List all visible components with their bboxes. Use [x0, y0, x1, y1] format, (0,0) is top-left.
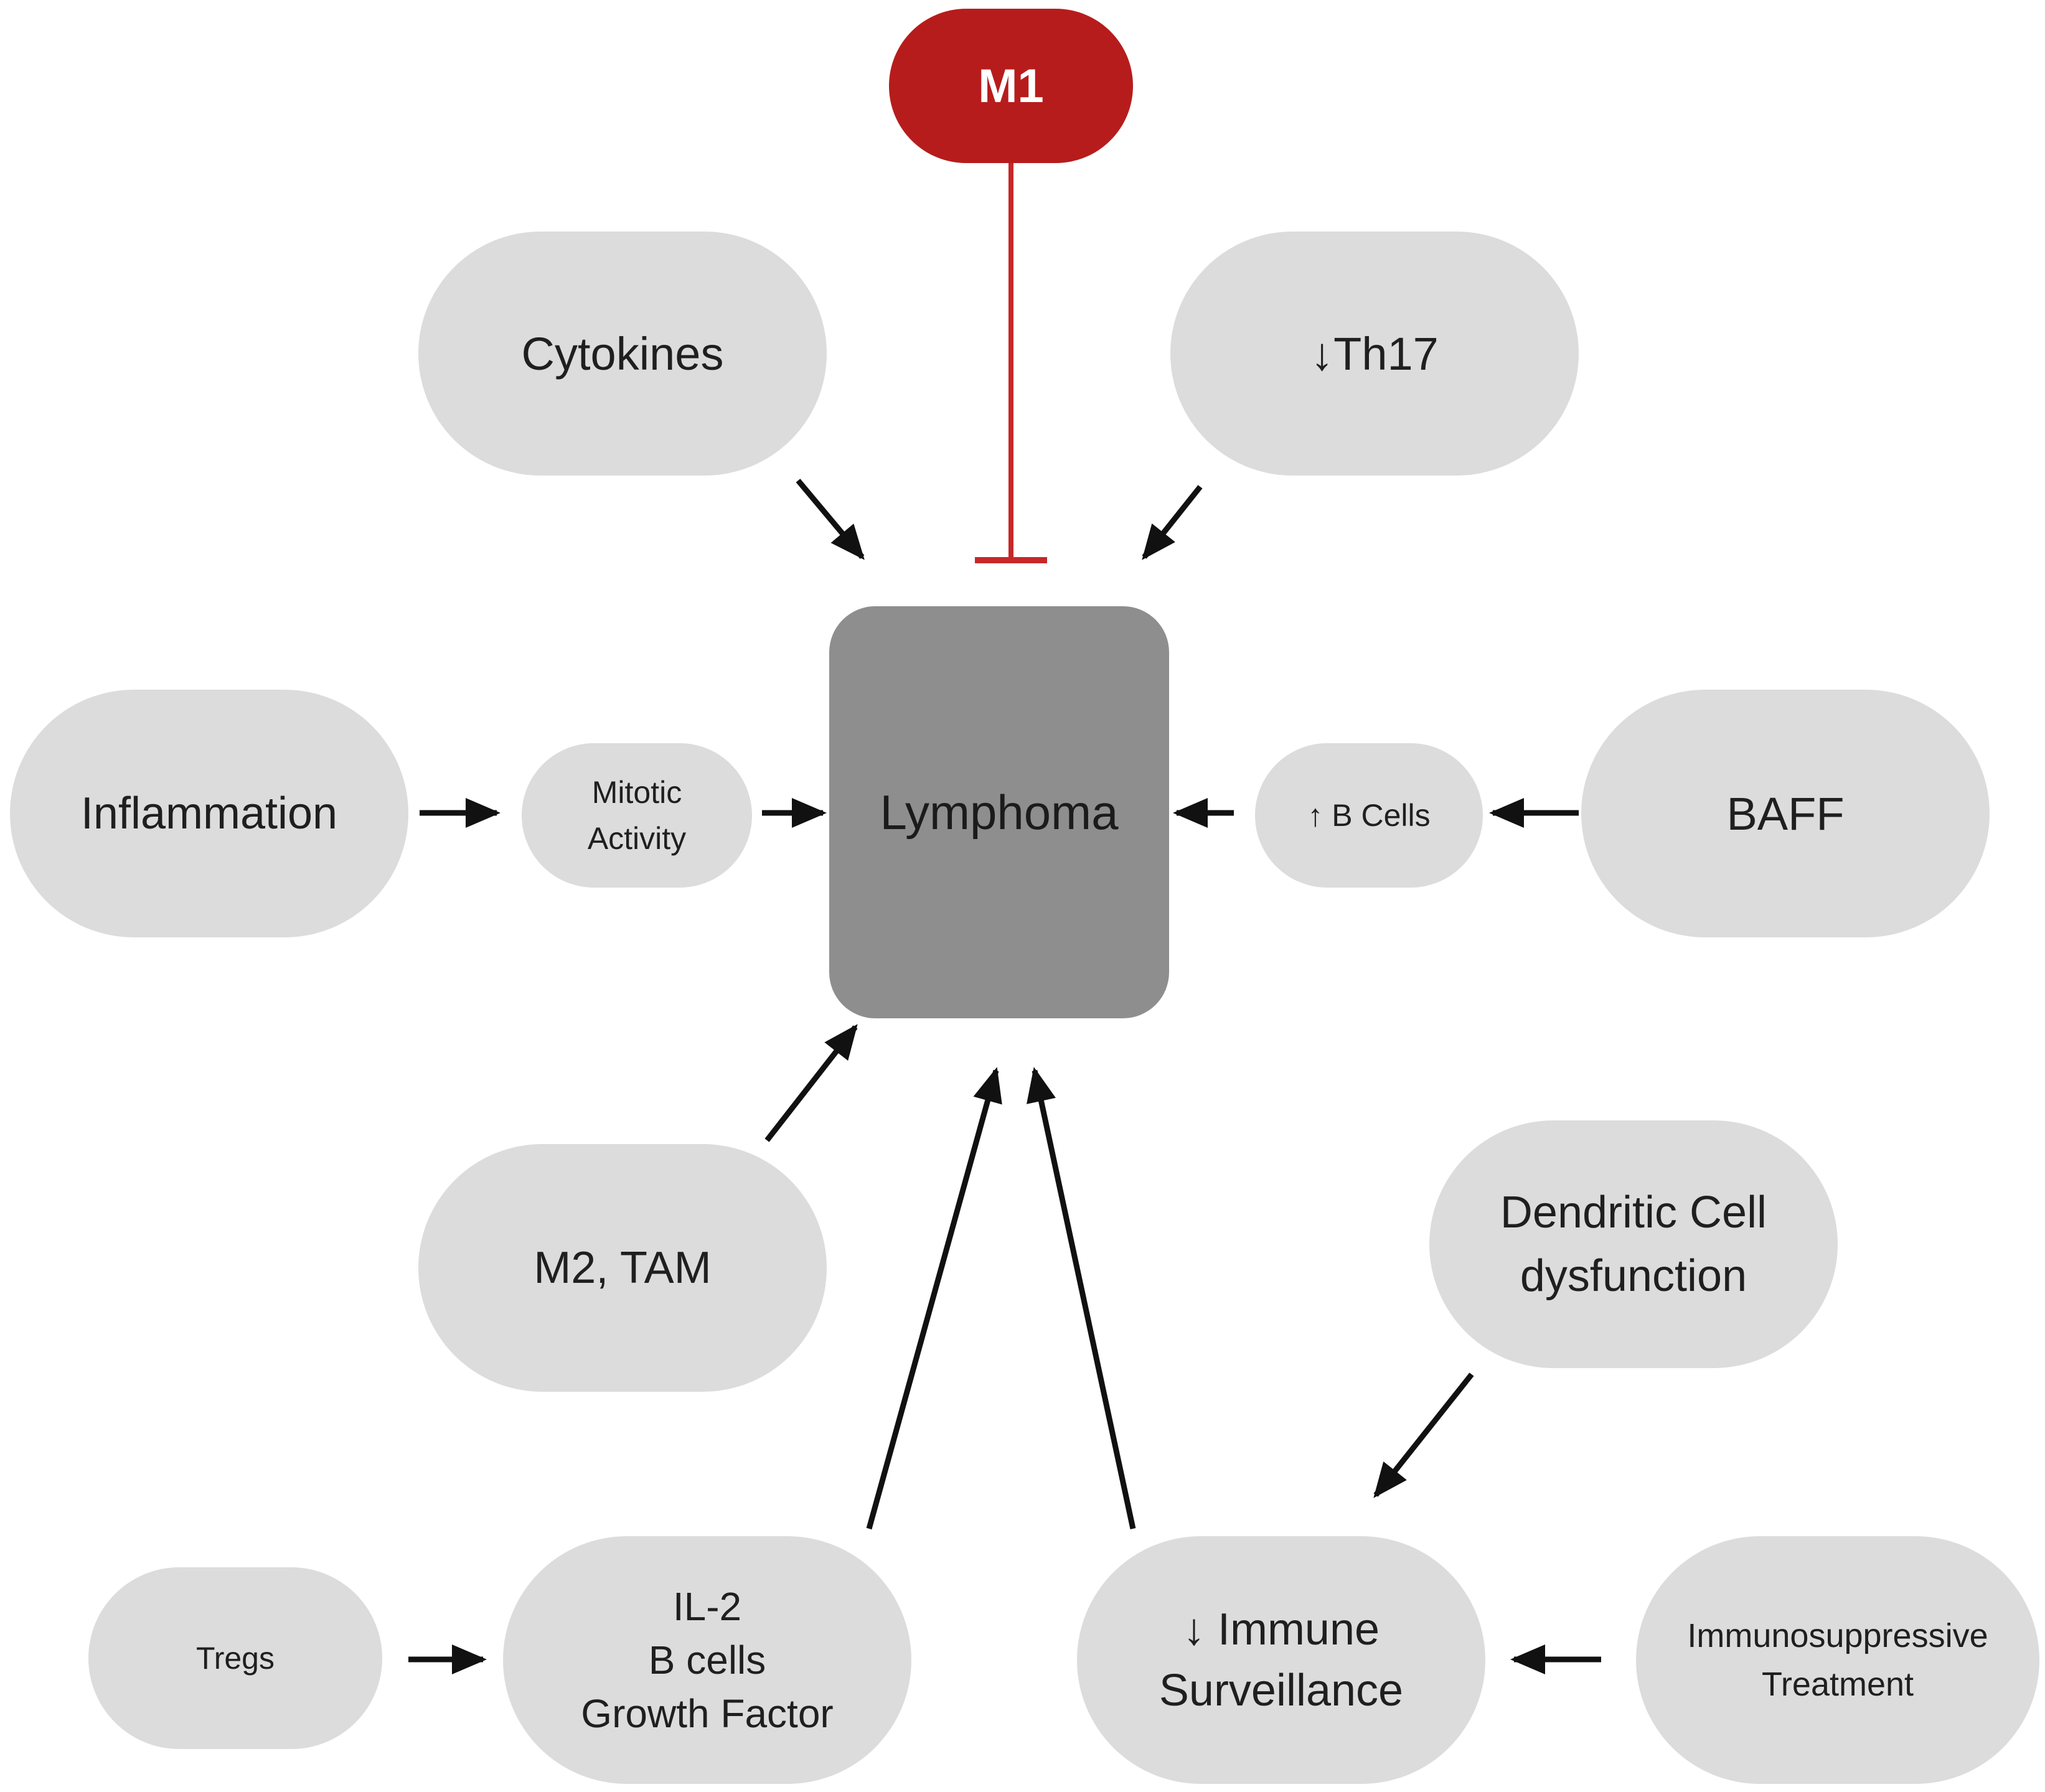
node-immune-surveillance: ↓ Immune Surveillance — [1077, 1536, 1485, 1784]
node-inflammation-label: Inflammation — [80, 789, 338, 838]
node-m1-label: M1 — [978, 59, 1044, 113]
node-mitotic-activity-line-2: Activity — [587, 821, 687, 856]
node-immuno-line-1: Immunosuppressive — [1687, 1617, 1988, 1654]
edge-th17-to-lymphoma — [1142, 485, 1203, 560]
node-m2-tam-label: M2, TAM — [534, 1243, 712, 1293]
node-mitotic-activity: Mitotic Activity — [522, 743, 752, 888]
node-tregs: Tregs — [88, 1567, 382, 1749]
edge-m1-inhibits-lymphoma — [975, 163, 1047, 563]
node-dendritic-line-2: dysfunction — [1520, 1251, 1747, 1301]
node-cytokines: Cytokines — [418, 232, 827, 476]
node-m2-tam: M2, TAM — [418, 1144, 827, 1392]
node-b-cells-label: ↑ B Cells — [1307, 798, 1431, 833]
node-inflammation: Inflammation — [10, 690, 408, 937]
node-immunosuppressive-treatment: Immunosuppressive Treatment — [1636, 1536, 2039, 1784]
edge-m2-to-lymphoma — [764, 1024, 858, 1142]
node-il2-line-1: IL-2 — [672, 1584, 742, 1629]
node-il2-line-2: B cells — [648, 1638, 766, 1682]
node-immune-line-2: Surveillance — [1159, 1666, 1404, 1715]
node-lymphoma: Lymphoma — [829, 606, 1169, 1018]
node-il2-line-3: Growth Factor — [581, 1691, 834, 1736]
node-m1: M1 — [889, 9, 1133, 163]
node-th17-label: ↓Th17 — [1310, 327, 1439, 380]
edge-cytokines-to-lymphoma — [796, 479, 865, 560]
edge-immune-to-lymphoma — [1027, 1067, 1136, 1529]
node-mitotic-activity-line-1: Mitotic — [591, 775, 682, 810]
node-baff-label: BAFF — [1726, 787, 1845, 840]
node-immune-line-1: ↓ Immune — [1182, 1605, 1380, 1654]
node-th17: ↓Th17 — [1170, 232, 1579, 476]
node-lymphoma-label: Lymphoma — [880, 784, 1119, 840]
node-dendritic-cell-dysfunction: Dendritic Cell dysfunction — [1429, 1120, 1838, 1368]
edge-il2-to-lymphoma — [866, 1067, 1002, 1530]
node-dendritic-line-1: Dendritic Cell — [1500, 1188, 1767, 1237]
node-immuno-line-2: Treatment — [1761, 1666, 1914, 1703]
node-cytokines-label: Cytokines — [521, 327, 724, 380]
node-tregs-label: Tregs — [196, 1641, 275, 1676]
node-il2-growth-factor: IL-2 B cells Growth Factor — [503, 1536, 911, 1784]
edge-dendritic-to-immune — [1373, 1372, 1474, 1498]
node-baff: BAFF — [1581, 690, 1990, 937]
node-b-cells: ↑ B Cells — [1255, 743, 1483, 888]
